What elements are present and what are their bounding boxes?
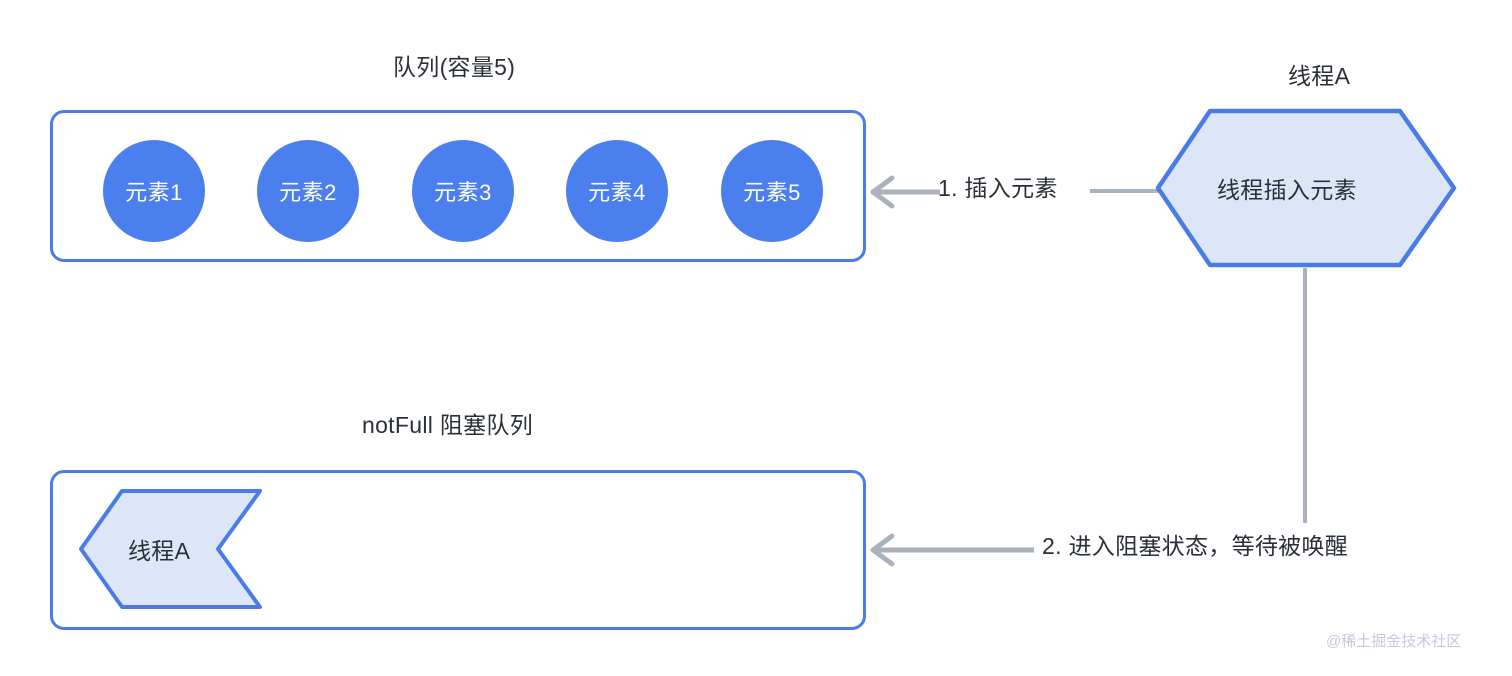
step-1-connector-line [1090,189,1160,193]
chevron-shape-icon [1155,108,1457,268]
queue-element-2-label: 元素2 [279,180,337,205]
thread-insert-chevron: 线程插入元素 [1155,108,1457,268]
queue-element-4: 元素4 [566,140,668,242]
step-2-arrow-icon [870,533,1034,567]
step-1-arrow-icon [870,175,940,209]
thread-insert-chevron-label: 线程插入元素 [1217,177,1357,203]
thread-a-title: 线程A [1288,63,1351,89]
step-1-label: 1. 插入元素 [938,175,1058,201]
queue-element-5: 元素5 [721,140,823,242]
blocked-thread-chevron: 线程A [78,488,302,610]
watermark: @稀土掘金技术社区 [1326,633,1462,650]
queue-element-2: 元素2 [257,140,359,242]
queue-element-3-label: 元素3 [434,180,492,205]
bottom-queue-title: notFull 阻塞队列 [362,412,534,438]
step-2-label: 2. 进入阻塞状态，等待被唤醒 [1042,533,1349,559]
queue-element-5-label: 元素5 [743,180,801,205]
blocked-thread-chevron-label: 线程A [128,538,191,564]
queue-element-4-label: 元素4 [588,180,646,205]
queue-element-3: 元素3 [412,140,514,242]
queue-element-1: 元素1 [103,140,205,242]
thread-state-connector-line [1303,268,1307,523]
queue-element-1-label: 元素1 [125,180,183,205]
top-queue-title: 队列(容量5) [393,54,516,80]
chevron-shape-icon [79,489,262,609]
